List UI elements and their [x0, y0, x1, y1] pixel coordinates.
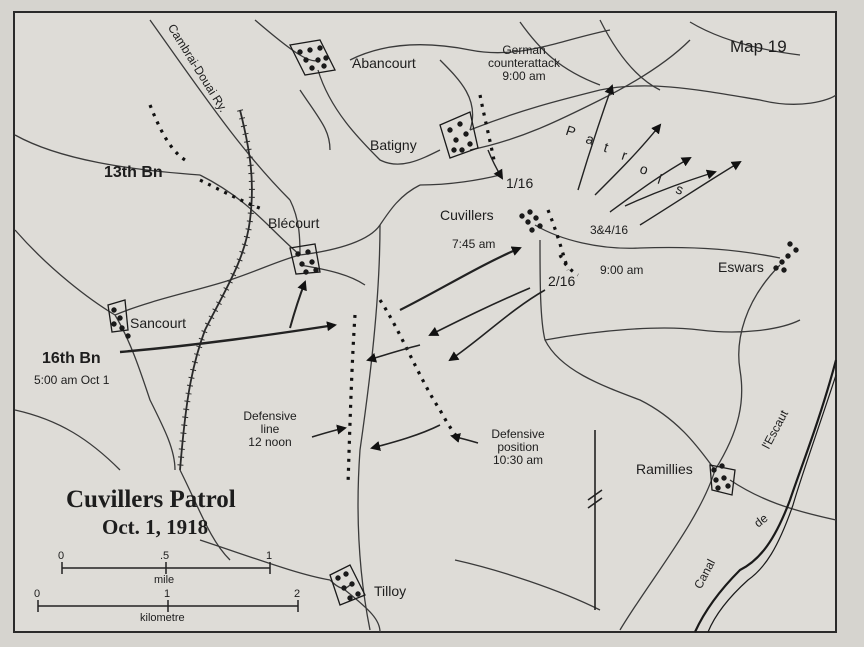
road	[599, 19, 661, 91]
mile-tick-1: 1	[266, 550, 273, 562]
arrow-patrol-3	[609, 157, 692, 213]
blecourt-marker	[289, 243, 321, 275]
mile-scale-bar	[61, 562, 271, 574]
arrow-withdraw-1	[428, 287, 531, 336]
defensive-position-1030	[378, 299, 462, 442]
canal-symbol	[587, 430, 603, 610]
arrow-patrol-5	[624, 169, 717, 207]
road	[534, 224, 781, 259]
town-label-batigny: Batigny	[370, 137, 417, 153]
map-number: Map 19	[730, 37, 787, 56]
13th-bn-line	[148, 104, 186, 162]
town-label-eswars: Eswars	[718, 259, 764, 275]
road	[14, 134, 201, 176]
town-label-ramillies: Ramillies	[636, 461, 693, 477]
road	[689, 21, 801, 56]
road	[344, 589, 381, 633]
road	[349, 29, 611, 61]
mile-tick-half: .5	[160, 550, 170, 562]
arrow-withdraw-2	[448, 289, 546, 362]
cuvillers-time: 7:45 am	[452, 237, 496, 251]
arrow-defensive-position	[450, 433, 479, 444]
road	[729, 479, 837, 521]
road	[714, 264, 781, 471]
road	[539, 239, 716, 471]
km-tick-0: 0	[34, 588, 41, 600]
arrow-german-counterattack	[487, 149, 504, 180]
road	[454, 559, 601, 611]
road	[544, 319, 801, 341]
road	[299, 264, 366, 286]
road	[14, 229, 116, 316]
town-markers	[107, 39, 799, 606]
road	[357, 224, 381, 631]
mile-tick-0: 0	[58, 550, 65, 562]
sancourt-marker	[107, 299, 131, 339]
troop-lines	[148, 94, 579, 486]
batigny-marker	[439, 111, 479, 159]
cuvillers-line-2	[558, 254, 579, 277]
scale-bars	[37, 562, 299, 612]
eswars-marker	[773, 241, 799, 273]
cuvillers-marker	[519, 209, 543, 233]
arrow-patrol-2	[594, 123, 662, 196]
company-label-1-16: 1/16	[506, 175, 534, 191]
road	[519, 21, 601, 86]
unit-label-13th-bn: 13th Bn	[104, 164, 163, 181]
km-scale-bar	[37, 600, 299, 612]
road	[14, 409, 121, 471]
tilloy-marker	[329, 564, 366, 606]
abancourt-marker	[289, 39, 336, 76]
town-label-tilloy: Tilloy	[374, 583, 407, 599]
road-network	[14, 19, 837, 633]
arrow-withdraw-4	[370, 424, 441, 451]
map-frame	[13, 11, 837, 633]
unit-label-16th-bn: 16th Bn	[42, 350, 101, 367]
arrow-withdraw-3	[366, 344, 421, 363]
defensive-line-label: Defensive line 12 noon	[243, 409, 297, 450]
company-3-4-time: 9:00 am	[600, 263, 644, 277]
town-label-blecourt: Blécourt	[268, 215, 320, 231]
road	[469, 85, 837, 131]
railway-line	[177, 109, 255, 471]
km-tick-1: 1	[164, 588, 171, 600]
german-counterattack-label: German counterattack 9:00 am	[487, 43, 561, 84]
road	[179, 469, 231, 561]
german-line	[478, 94, 497, 166]
arrow-patrol-4	[639, 160, 742, 226]
town-label-cuvillers: Cuvillers	[440, 207, 494, 223]
canal-escaut	[693, 359, 838, 633]
arrow-patrol-1	[577, 84, 615, 191]
road	[619, 469, 716, 631]
map-title: Cuvillers Patrol	[66, 486, 236, 513]
company-label-3-4-16: 3&4/16	[590, 223, 629, 237]
road	[149, 19, 291, 201]
road	[199, 174, 301, 256]
arrow-to-cuvillers	[399, 246, 522, 311]
road	[469, 39, 691, 151]
arrow-16th-bn-advance	[119, 321, 337, 354]
movement-arrows	[119, 84, 742, 451]
arrow-defensive-line	[311, 424, 347, 438]
unit-16th-bn-time: 5:00 am Oct 1	[34, 373, 110, 387]
mile-unit-label: mile	[154, 574, 175, 586]
road	[317, 69, 441, 165]
km-tick-2: 2	[294, 588, 301, 600]
road	[289, 199, 301, 256]
town-label-abancourt: Abancourt	[352, 55, 416, 71]
company-label-2-16: 2/16	[548, 273, 576, 289]
ramillies-marker	[709, 463, 736, 496]
road	[299, 89, 331, 151]
km-unit-label: kilometre	[140, 612, 185, 624]
map-date: Oct. 1, 1918	[102, 515, 209, 539]
arrow-to-blecourt	[289, 280, 307, 329]
defensive-position-label: Defensive position 10:30 am	[491, 427, 545, 468]
town-label-sancourt: Sancourt	[130, 315, 187, 331]
